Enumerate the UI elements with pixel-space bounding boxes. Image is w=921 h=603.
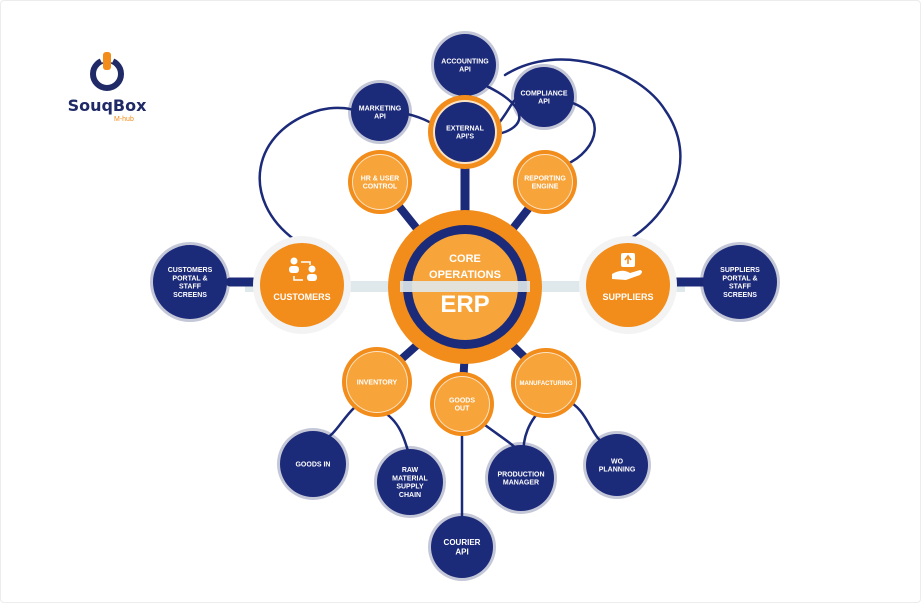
core-line1: CORE bbox=[449, 253, 481, 265]
reporting-engine-label: REPORTING ENGINE bbox=[524, 175, 566, 190]
customers-portal-node bbox=[153, 245, 227, 319]
hr-user-control-label: HR & USER CONTROL bbox=[361, 175, 400, 190]
compliance-api-label: COMPLIANCE API bbox=[520, 90, 567, 105]
suppliers-label: SUPPLIERS bbox=[602, 292, 653, 302]
hr-user-control-label-line: HR & USER bbox=[361, 175, 400, 182]
logo-subtitle: M-hub bbox=[114, 116, 134, 123]
connector-13 bbox=[503, 58, 682, 242]
marketing-api-label-line: MARKETING bbox=[359, 105, 402, 112]
courier-api-label-line: API bbox=[455, 548, 468, 557]
marketing-api-node bbox=[351, 83, 409, 141]
suppliers-portal-label-line: PORTAL & bbox=[722, 275, 757, 282]
production-manager-node bbox=[488, 445, 554, 511]
compliance-api-label-line: COMPLIANCE bbox=[520, 90, 567, 97]
raw-material-supply-chain-label-line: CHAIN bbox=[399, 492, 421, 499]
inventory-label: INVENTORY bbox=[357, 380, 398, 387]
suppliers-portal-label-line: STAFF bbox=[729, 284, 752, 291]
suppliers-portal-label-line: SUPPLIERS bbox=[720, 267, 760, 274]
goods-out-label: GOODS OUT bbox=[449, 397, 475, 412]
goods-in-node bbox=[280, 431, 346, 497]
suppliers-portal-node bbox=[703, 245, 777, 319]
inventory-node bbox=[347, 352, 407, 412]
core-band bbox=[400, 281, 530, 292]
reporting-engine-label-line: ENGINE bbox=[532, 184, 559, 191]
people-exchange-icon bbox=[289, 257, 317, 281]
customers-portal-label-line: STAFF bbox=[179, 284, 202, 291]
external-apis-label-line: API'S bbox=[456, 134, 474, 141]
power-logo-icon bbox=[90, 52, 124, 91]
hr-user-control-node bbox=[353, 155, 407, 209]
goods-out-label-line: OUT bbox=[455, 406, 471, 413]
logo-name: SouqBox bbox=[67, 96, 147, 115]
marketing-api-label-line: API bbox=[374, 114, 386, 121]
wo-planning-label-line: PLANNING bbox=[599, 467, 636, 474]
customers-portal-label-line: CUSTOMERS bbox=[168, 267, 213, 274]
goods-in-label-line: GOODS IN bbox=[295, 462, 330, 469]
suppliers-label-line: SUPPLIERS bbox=[602, 292, 653, 302]
inventory-label-line: INVENTORY bbox=[357, 380, 398, 387]
reporting-engine-node bbox=[518, 155, 572, 209]
suppliers-node bbox=[586, 243, 670, 327]
customers-portal-label-line: SCREENS bbox=[173, 292, 207, 299]
compliance-api-label-line: API bbox=[538, 99, 550, 106]
marketing-api-label: MARKETING API bbox=[359, 105, 402, 120]
external-apis-node bbox=[435, 102, 495, 162]
wo-planning-label: WO PLANNING bbox=[599, 458, 636, 473]
goods-out-node bbox=[435, 377, 489, 431]
customers-portal-label-line: PORTAL & bbox=[172, 275, 207, 282]
accounting-api-label-line: API bbox=[459, 67, 471, 74]
connector-12 bbox=[560, 98, 596, 167]
suppliers-portal-label-line: SCREENS bbox=[723, 292, 757, 299]
customers-label: CUSTOMERS bbox=[273, 292, 330, 302]
production-manager-label-line: PRODUCTION bbox=[497, 471, 544, 478]
manufacturing-label: MANUFACTURING bbox=[520, 381, 573, 387]
courier-api-label-line: COURIER bbox=[444, 538, 481, 547]
customers-label-line: CUSTOMERS bbox=[273, 292, 330, 302]
raw-material-supply-chain-node bbox=[377, 449, 443, 515]
manufacturing-label-line: MANUFACTURING bbox=[520, 381, 573, 387]
manufacturing-node bbox=[516, 353, 576, 413]
courier-api-node bbox=[431, 516, 493, 578]
external-apis-label: EXTERNAL API'S bbox=[446, 125, 484, 140]
core-label: CORE OPERATIONS ERP bbox=[429, 253, 501, 318]
production-manager-label-line: MANAGER bbox=[503, 480, 539, 487]
goods-in-label: GOODS IN bbox=[295, 462, 330, 469]
core-line3: ERP bbox=[440, 291, 489, 318]
hr-user-control-label-line: CONTROL bbox=[363, 184, 398, 191]
reporting-engine-label-line: REPORTING bbox=[524, 175, 566, 182]
souqbox-logo: SouqBox M-hub bbox=[62, 50, 152, 130]
accounting-api-label-line: ACCOUNTING bbox=[441, 58, 489, 65]
accounting-api-node bbox=[434, 34, 496, 96]
compliance-api-node bbox=[514, 67, 574, 127]
hand-box-icon bbox=[612, 253, 642, 280]
wo-planning-label-line: WO bbox=[611, 458, 624, 465]
accounting-api-label: ACCOUNTING API bbox=[441, 58, 489, 73]
core-line2: OPERATIONS bbox=[429, 269, 501, 281]
goods-out-label-line: GOODS bbox=[449, 397, 475, 404]
external-apis-label-line: EXTERNAL bbox=[446, 125, 484, 132]
raw-material-supply-chain-label-line: RAW bbox=[402, 467, 419, 474]
customers-node bbox=[260, 243, 344, 327]
raw-material-supply-chain-label-line: SUPPLY bbox=[396, 484, 424, 491]
raw-material-supply-chain-label-line: MATERIAL bbox=[392, 475, 428, 482]
production-manager-label: PRODUCTION MANAGER bbox=[497, 471, 544, 486]
wo-planning-node bbox=[586, 434, 648, 496]
